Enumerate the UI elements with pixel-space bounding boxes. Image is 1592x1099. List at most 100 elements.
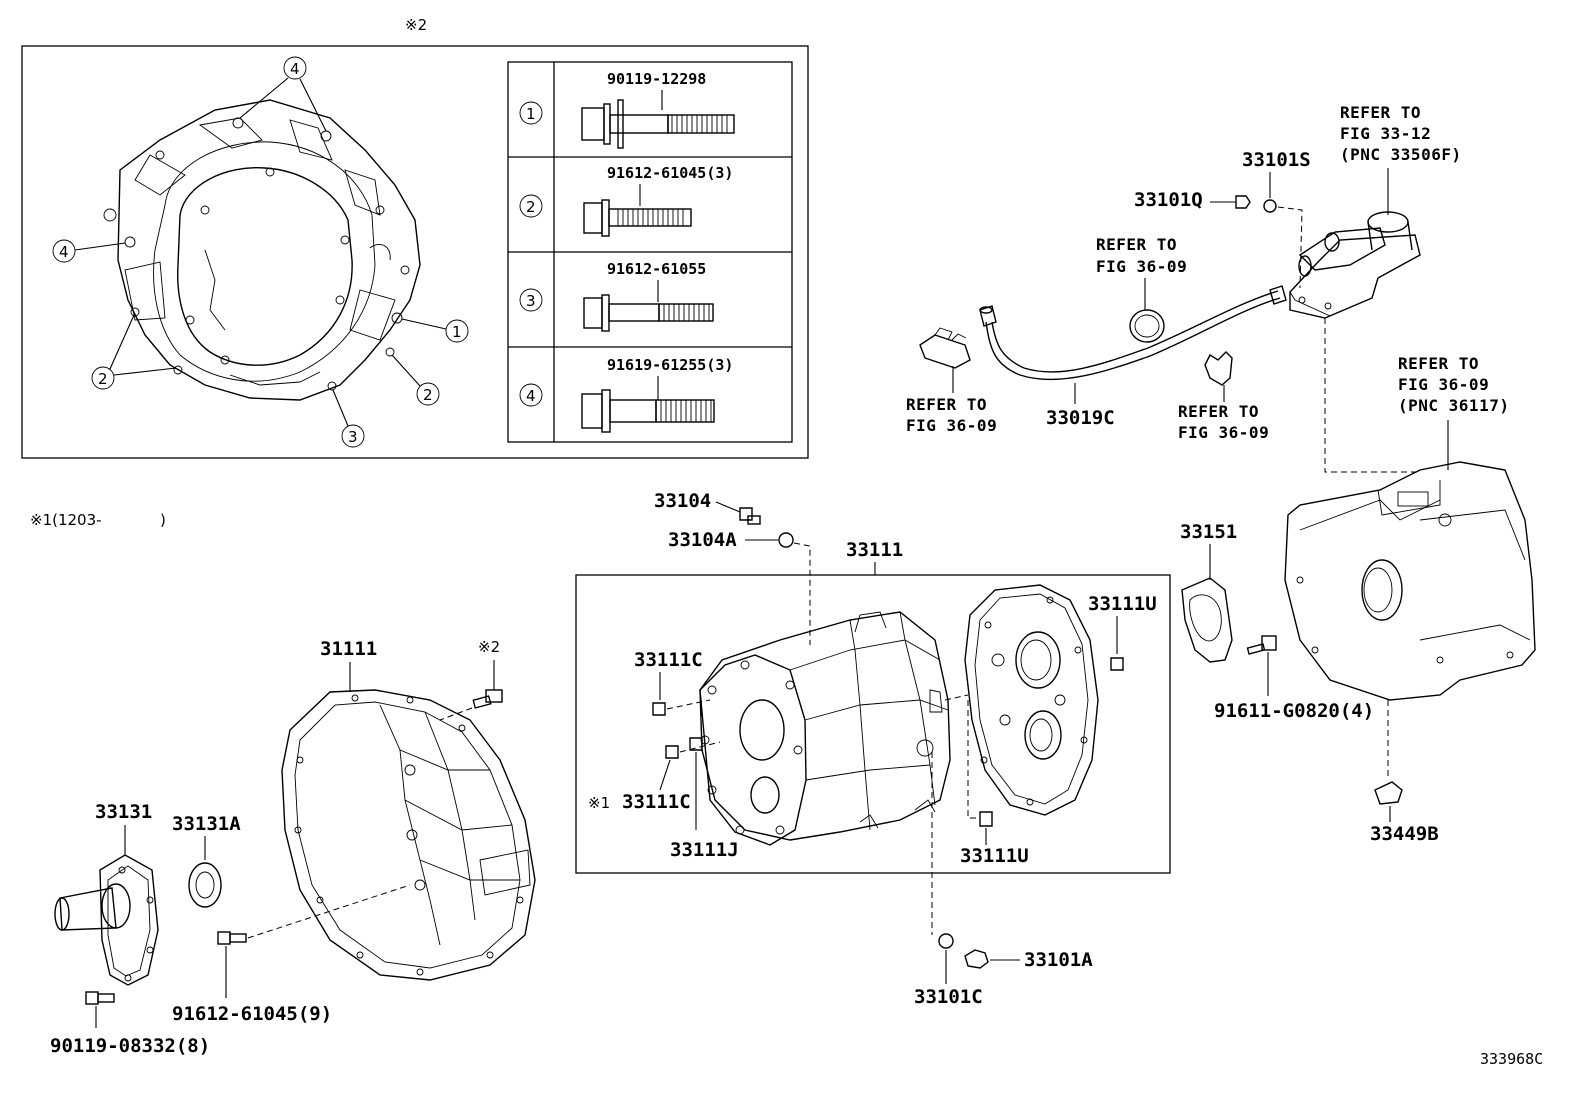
svg-text:33101A: 33101A <box>1024 949 1093 971</box>
ref-fig-36-09-clamp: REFER TO FIG 36-09 <box>1096 235 1187 343</box>
svg-text:91612-61045(9): 91612-61045(9) <box>172 1003 332 1025</box>
svg-text:3: 3 <box>526 292 536 310</box>
svg-text:※1: ※1 <box>588 794 610 812</box>
part-33111U-bottom: 33111U <box>960 700 1029 867</box>
ref-fig-36-09-ext: REFER TO FIG 36-09 (PNC 36117) <box>1398 354 1509 470</box>
part-33111C-top: 33111C <box>634 649 711 716</box>
part-33101C: 33101C <box>914 752 983 1008</box>
svg-text:91612-61045(3): 91612-61045(3) <box>607 164 733 182</box>
part-33151: 33151 <box>1180 521 1237 663</box>
svg-text:33104A: 33104A <box>668 529 737 551</box>
svg-text:REFER TO: REFER TO <box>1096 235 1177 254</box>
svg-text:33101Q: 33101Q <box>1134 189 1203 211</box>
bolt-table: 1 90119-12298 2 91612-61045(3) <box>507 61 793 443</box>
hose-33019C: 33019C <box>979 285 1287 429</box>
svg-text:33151: 33151 <box>1180 521 1237 543</box>
svg-text:FIG 36-09: FIG 36-09 <box>1178 423 1269 442</box>
svg-text:91619-61255(3): 91619-61255(3) <box>607 356 733 374</box>
dash-case-to-plate <box>944 694 969 701</box>
svg-text:REFER TO: REFER TO <box>906 395 987 414</box>
svg-text:4: 4 <box>526 387 536 405</box>
part-33111J: 33111J <box>670 737 739 861</box>
svg-text:31111: 31111 <box>320 638 377 660</box>
svg-text:33131A: 33131A <box>172 813 241 835</box>
svg-text:33101S: 33101S <box>1242 149 1311 171</box>
case-group-box <box>575 574 1171 874</box>
svg-text:FIG 36-09: FIG 36-09 <box>906 416 997 435</box>
bolt-row-4: 4 91619-61255(3) <box>519 356 733 433</box>
clutch-housing <box>281 689 536 981</box>
release-cylinder <box>1289 211 1421 319</box>
svg-text:REFER TO: REFER TO <box>1340 103 1421 122</box>
svg-text:(PNC 33506F): (PNC 33506F) <box>1340 145 1462 164</box>
svg-text:91611-G0820(4): 91611-G0820(4) <box>1214 700 1374 722</box>
svg-text:REFER TO: REFER TO <box>1398 354 1479 373</box>
svg-text:(PNC 36117): (PNC 36117) <box>1398 396 1509 415</box>
ref-fig-33-12: REFER TO FIG 33-12 (PNC 33506F) <box>1340 103 1462 215</box>
svg-text:REFER TO: REFER TO <box>1178 402 1259 421</box>
bolt-row-2: 2 91612-61045(3) <box>519 164 733 237</box>
svg-text:33111J: 33111J <box>670 839 739 861</box>
callout-1: 1 <box>401 318 469 343</box>
part-33111-label: 33111 <box>846 539 903 575</box>
bell-housing-front-view <box>103 99 421 401</box>
part-33101Q: 33101Q <box>1134 189 1251 211</box>
note-marker: ※1(1203- <box>30 511 102 529</box>
svg-text:91612-61055: 91612-61055 <box>607 260 706 278</box>
svg-text:2: 2 <box>423 386 433 404</box>
detail-box: ※2 <box>21 16 809 459</box>
svg-text:33111U: 33111U <box>1088 593 1157 615</box>
part-33104: 33104 <box>654 490 761 525</box>
svg-text:1: 1 <box>526 105 536 123</box>
svg-text:4: 4 <box>290 60 300 78</box>
callout-4-top: 4 <box>239 56 327 132</box>
svg-text:2: 2 <box>526 198 536 216</box>
transmission-case <box>699 611 951 846</box>
svg-text:FIG 36-09: FIG 36-09 <box>1398 375 1489 394</box>
svg-text:33111C: 33111C <box>634 649 703 671</box>
svg-text:33131: 33131 <box>95 801 152 823</box>
part-33104A: 33104A <box>668 529 811 645</box>
svg-text:33449B: 33449B <box>1370 823 1439 845</box>
callout-4-left: 4 <box>52 239 126 263</box>
svg-text:33111C: 33111C <box>622 791 691 813</box>
part-33101S: 33101S <box>1242 149 1311 289</box>
detail-box-marker: ※2 <box>405 16 427 34</box>
callout-2-left: 2 <box>91 314 177 390</box>
part-33111C-bottom: ※1 33111C <box>588 741 721 813</box>
part-33101A: 33101A <box>964 949 1093 971</box>
callout-2-right: 2 <box>391 354 440 406</box>
svg-text:FIG 36-09: FIG 36-09 <box>1096 257 1187 276</box>
svg-text:90119-08332(8): 90119-08332(8) <box>50 1035 210 1057</box>
part-91612-61045-9: 91612-61045(9) <box>172 884 411 1025</box>
note-marker-close: ) <box>160 511 166 529</box>
part-33449B: 33449B <box>1370 700 1439 845</box>
part-90119-08332-8: 90119-08332(8) <box>50 991 210 1057</box>
ref-fig-36-09-left: REFER TO FIG 36-09 <box>906 327 997 435</box>
svg-text:33019C: 33019C <box>1046 407 1115 429</box>
extension-housing <box>1284 461 1536 701</box>
ref-fig-36-09-clip: REFER TO FIG 36-09 <box>1178 351 1269 442</box>
part-33111U-top: 33111U <box>1088 593 1157 671</box>
svg-text:FIG 33-12: FIG 33-12 <box>1340 124 1431 143</box>
part-31111-bolt: ※2 <box>439 638 503 721</box>
svg-text:1: 1 <box>452 323 462 341</box>
svg-text:※2: ※2 <box>478 638 500 656</box>
part-33131: 33131 <box>54 801 159 986</box>
svg-text:2: 2 <box>98 370 108 388</box>
dash-cylinder-to-housing <box>1324 318 1418 473</box>
intermediate-plate <box>964 584 1099 816</box>
svg-text:33101C: 33101C <box>914 986 983 1008</box>
detail-box-frame <box>21 45 809 459</box>
bolt-row-3: 3 91612-61055 <box>519 260 714 332</box>
svg-text:3: 3 <box>348 428 358 446</box>
part-31111-label: 31111 <box>320 638 377 692</box>
part-91611-G0820: 91611-G0820(4) <box>1214 635 1374 722</box>
svg-text:4: 4 <box>59 243 69 261</box>
svg-text:90119-12298: 90119-12298 <box>607 70 706 88</box>
svg-text:33111: 33111 <box>846 539 903 561</box>
svg-text:33104: 33104 <box>654 490 711 512</box>
bolt-row-1: 1 90119-12298 <box>519 70 735 149</box>
figure-id: 333968C <box>1480 1050 1543 1068</box>
